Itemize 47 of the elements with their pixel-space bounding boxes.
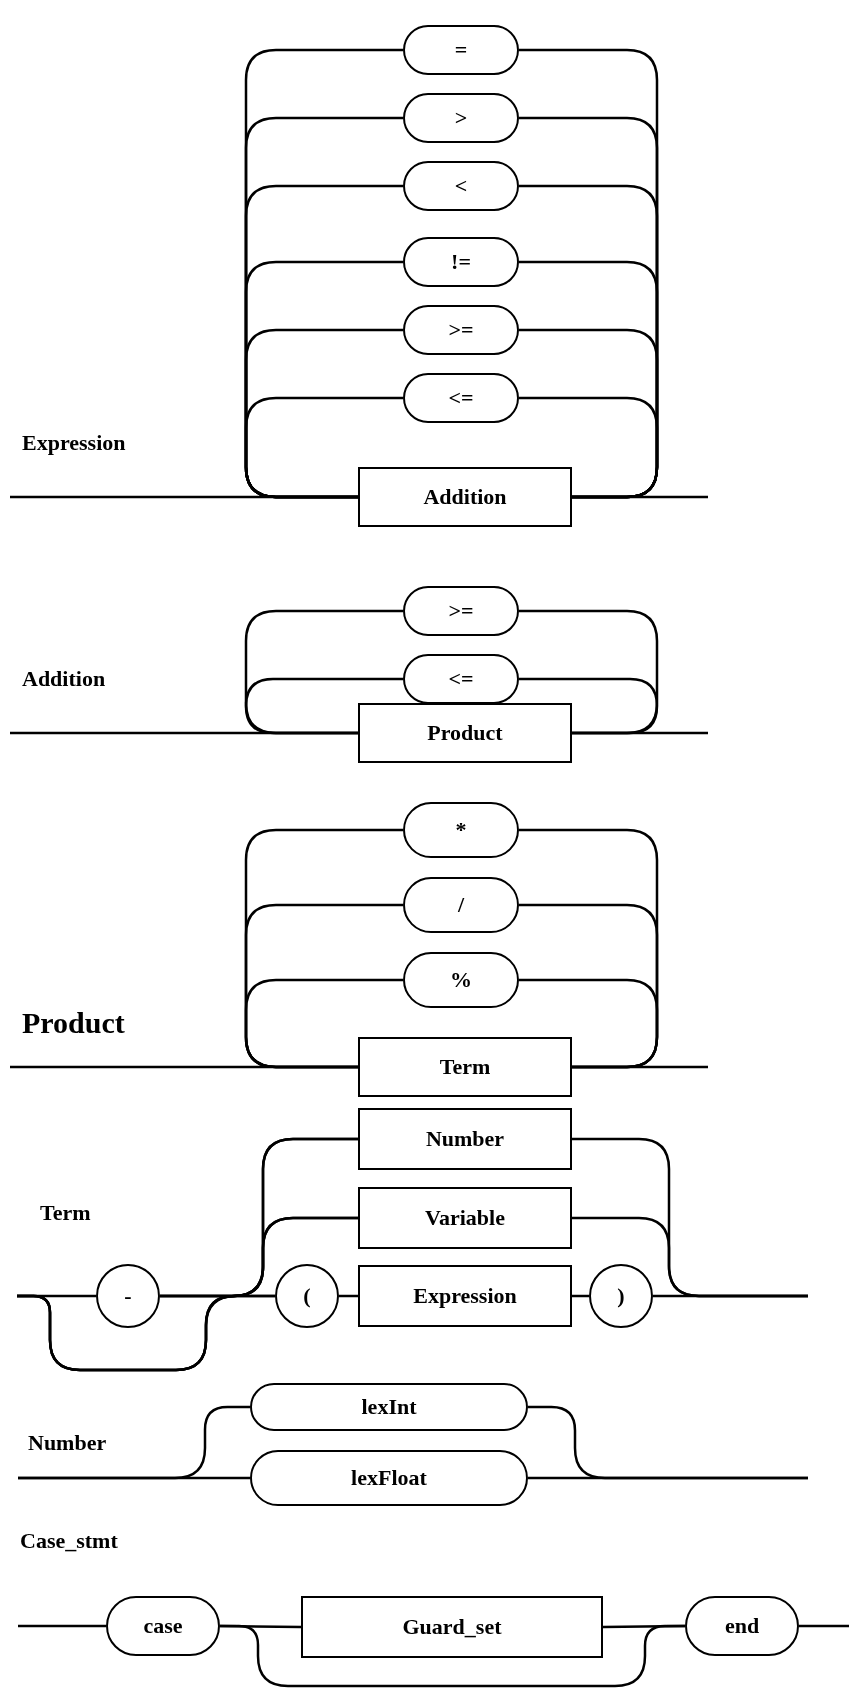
connector-line [244, 396, 403, 499]
terminal-symbol: <= [403, 654, 519, 704]
terminal-symbol: case [106, 1596, 220, 1656]
connector-line [18, 1624, 106, 1628]
nonterminal-box: Variable [358, 1187, 572, 1249]
rule-name: Product [22, 1008, 125, 1038]
connector-line [519, 978, 659, 1069]
rule-name: Term [40, 1202, 91, 1224]
connector-line [653, 1294, 808, 1298]
terminal-symbol: ( [275, 1264, 339, 1328]
terminal-symbol: >= [403, 305, 519, 355]
rule-name: Expression [22, 432, 126, 454]
terminal-symbol: < [403, 161, 519, 211]
terminal-symbol: ) [589, 1264, 653, 1328]
terminal-symbol: lexFloat [250, 1450, 528, 1506]
rule-name: Case_stmt [20, 1530, 118, 1552]
terminal-symbol: != [403, 237, 519, 287]
terminal-symbol: / [403, 877, 519, 933]
rule-name: Number [28, 1432, 107, 1454]
terminal-symbol: lexInt [250, 1383, 528, 1431]
connector-line [603, 1624, 685, 1629]
connector-line [519, 609, 659, 735]
terminal-symbol: % [403, 952, 519, 1008]
connector-line [519, 677, 659, 735]
terminal-symbol: end [685, 1596, 799, 1656]
connector-line [160, 1294, 275, 1298]
rule-name: Addition [22, 668, 106, 690]
nonterminal-box: Number [358, 1108, 572, 1170]
nonterminal-box: Guard_set [301, 1596, 603, 1658]
connector-line [244, 978, 403, 1069]
nonterminal-box: Product [358, 703, 572, 763]
connector-line [799, 1624, 849, 1628]
terminal-symbol: > [403, 93, 519, 143]
terminal-symbol: - [96, 1264, 160, 1328]
connector-line [528, 1476, 808, 1480]
connector-line [244, 609, 403, 735]
terminal-symbol: * [403, 802, 519, 858]
terminal-symbol: >= [403, 586, 519, 636]
terminal-symbol: = [403, 25, 519, 75]
nonterminal-box: Expression [358, 1265, 572, 1327]
connector-line [519, 396, 659, 499]
nonterminal-box: Addition [358, 467, 572, 527]
connector-line [339, 1294, 358, 1298]
terminal-symbol: <= [403, 373, 519, 423]
connector-line [244, 677, 403, 735]
nonterminal-box: Term [358, 1037, 572, 1097]
connector-line [18, 1476, 250, 1480]
